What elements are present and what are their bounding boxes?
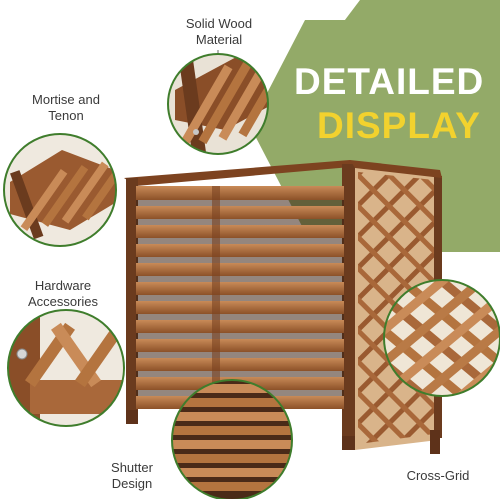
ac-cover-cabinet bbox=[124, 160, 442, 454]
headline-line-1: DETAILED bbox=[294, 61, 485, 102]
headline-line-2: DISPLAY bbox=[317, 105, 481, 146]
callout-mortise-tenon: Mortise and Tenon bbox=[32, 92, 100, 123]
shutter-zoom bbox=[171, 379, 293, 499]
hardware-zoom bbox=[7, 309, 125, 427]
mortise-tenon-zoom bbox=[3, 133, 117, 247]
callout-shutter: Shutter Design bbox=[111, 460, 153, 491]
callout-cross-grid: Cross-Grid bbox=[406, 468, 470, 483]
callout-solid-wood: Solid Wood Material bbox=[185, 16, 253, 47]
cross-grid-zoom bbox=[383, 279, 500, 397]
callout-hardware: Hardware Accessories bbox=[27, 278, 99, 309]
